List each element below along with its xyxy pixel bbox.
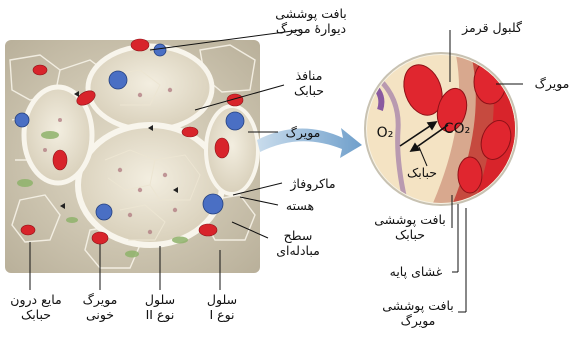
label-line-2: مبادله‌ای: [270, 243, 326, 258]
label-o2: O₂: [372, 126, 398, 141]
label-co2: CO₂: [440, 122, 474, 137]
label-line-2: دیوارۀ مویرگ: [262, 21, 360, 36]
label-alveolus: حبابک: [399, 165, 445, 180]
label-capillary-left: مویرگ: [280, 125, 326, 140]
label-blood-capillary: مویرگ خونی: [74, 292, 126, 322]
label-exchange-surface: سطح مبادله‌ای: [270, 228, 326, 258]
label-line-1: بافت پوششی: [378, 298, 458, 313]
label-alveolar-epithelium-wall: بافت پوششی دیوارۀ مویرگ: [262, 6, 360, 36]
label-type-2-cell: سلول نوع II: [135, 292, 185, 322]
label-alveolar-fluid: مایع درون حبابک: [0, 292, 72, 322]
label-line-1: منافذ: [286, 68, 332, 83]
label-line-1: بافت پوششی: [366, 212, 454, 227]
label-line-1: سلول: [135, 292, 185, 307]
label-capillary-right: مویرگ: [527, 76, 577, 91]
label-line-2: خونی: [74, 307, 126, 322]
label-line-1: سطح: [270, 228, 326, 243]
label-line-1: مایع درون: [0, 292, 72, 307]
label-capillary-epithelium: بافت پوششی مویرگ: [378, 298, 458, 328]
label-line-1: سلول: [198, 292, 246, 307]
label-basement-membrane: غشای پایه: [380, 264, 452, 279]
label-nucleus: هسته: [280, 198, 320, 213]
label-type-1-cell: سلول نوع I: [198, 292, 246, 322]
alveolar-tissue-block: [5, 39, 260, 273]
label-line-2: مویرگ: [378, 313, 458, 328]
label-red-blood-cell: گلبول قرمز: [450, 20, 534, 35]
label-line-1: بافت پوششی: [262, 6, 360, 21]
label-line-2: نوع I: [198, 307, 246, 322]
label-alveolar-epithelium: بافت پوششی حبابک: [366, 212, 454, 242]
label-alveolar-pores: منافذ حبابک: [286, 68, 332, 98]
label-line-2: حبابک: [366, 227, 454, 242]
label-macrophage: ماکروفاژ: [280, 176, 346, 191]
label-line-2: نوع II: [135, 307, 185, 322]
label-line-1: مویرگ: [74, 292, 126, 307]
label-line-2: حبابک: [286, 83, 332, 98]
label-line-2: حبابک: [0, 307, 72, 322]
